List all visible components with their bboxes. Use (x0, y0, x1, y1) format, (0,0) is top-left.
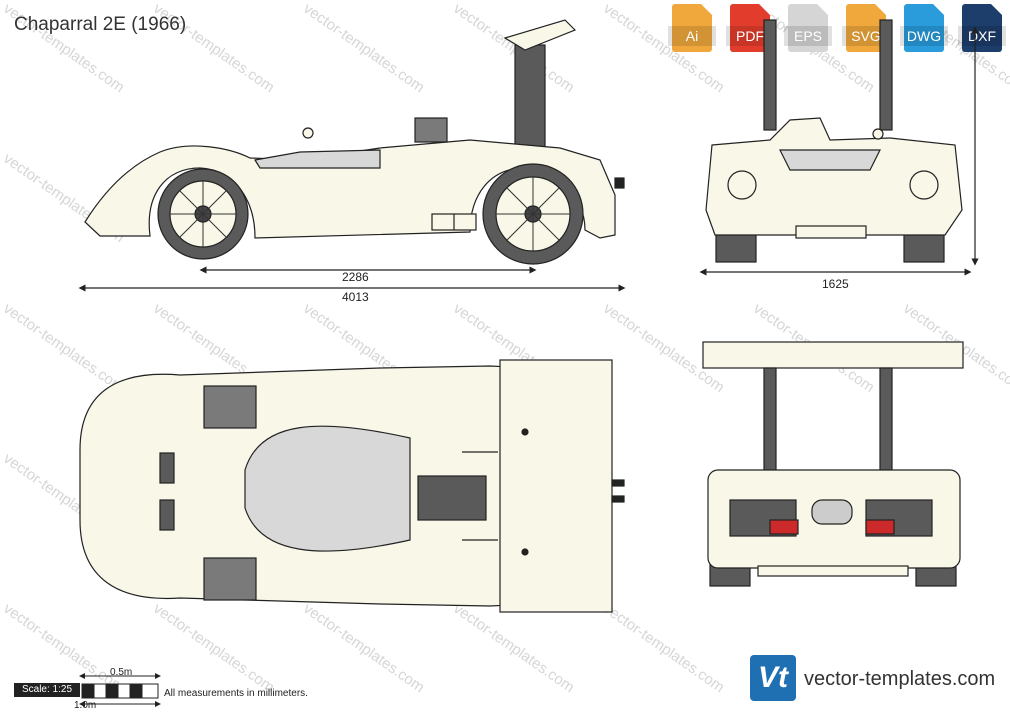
format-dwg-label: DWG (900, 26, 948, 46)
format-pdf-label: PDF (726, 26, 774, 46)
scale-half-label: 0.5m (110, 667, 133, 678)
format-ai-icon[interactable]: Ai (668, 4, 716, 52)
brand-logo-icon[interactable]: Vt (750, 655, 796, 701)
format-ai-label: Ai (668, 26, 716, 46)
top-front-grille-lower (203, 557, 257, 601)
format-eps-label: EPS (784, 26, 832, 46)
side-headrest (414, 117, 448, 143)
top-cockpit (244, 425, 411, 552)
side-wing-strut (514, 44, 546, 156)
length-label: 4013 (342, 290, 369, 304)
format-eps-icon[interactable]: EPS (784, 4, 832, 52)
front-body (705, 117, 963, 236)
side-front-wheel (157, 168, 249, 260)
side-wing (503, 19, 577, 51)
width-label: 1625 (822, 277, 849, 291)
side-view (78, 19, 626, 292)
scale-bar (79, 673, 161, 707)
brand-text[interactable]: vector-templates.com (804, 668, 996, 690)
rear-light-right (865, 519, 895, 535)
top-front-grille-upper (203, 385, 257, 429)
side-rear-wheel (482, 163, 584, 265)
rear-exhaust (811, 499, 853, 525)
format-badges: Ai PDF EPS SVG DWG DXF (668, 4, 1006, 54)
top-wing (499, 359, 613, 613)
format-dwg-icon[interactable]: DWG (900, 4, 948, 52)
side-cockpit (254, 149, 381, 169)
wheelbase-label: 2286 (342, 270, 369, 284)
top-engine-intake (417, 475, 487, 521)
page-title: Chaparral 2E (1966) (14, 14, 187, 35)
scale-full-label: 1.0m (74, 700, 97, 711)
scale-label: Scale: 1:25 (14, 683, 80, 697)
measurement-note: All measurements in millimeters. (164, 688, 308, 699)
front-windscreen (779, 149, 881, 171)
format-svg-icon[interactable]: SVG (842, 4, 890, 52)
format-pdf-icon[interactable]: PDF (726, 4, 774, 52)
front-view (699, 19, 979, 276)
format-svg-label: SVG (842, 26, 890, 46)
top-view (79, 359, 625, 613)
rear-view (702, 341, 964, 587)
rear-wing (702, 341, 964, 369)
side-mirror (302, 127, 314, 139)
rear-light-left (769, 519, 799, 535)
